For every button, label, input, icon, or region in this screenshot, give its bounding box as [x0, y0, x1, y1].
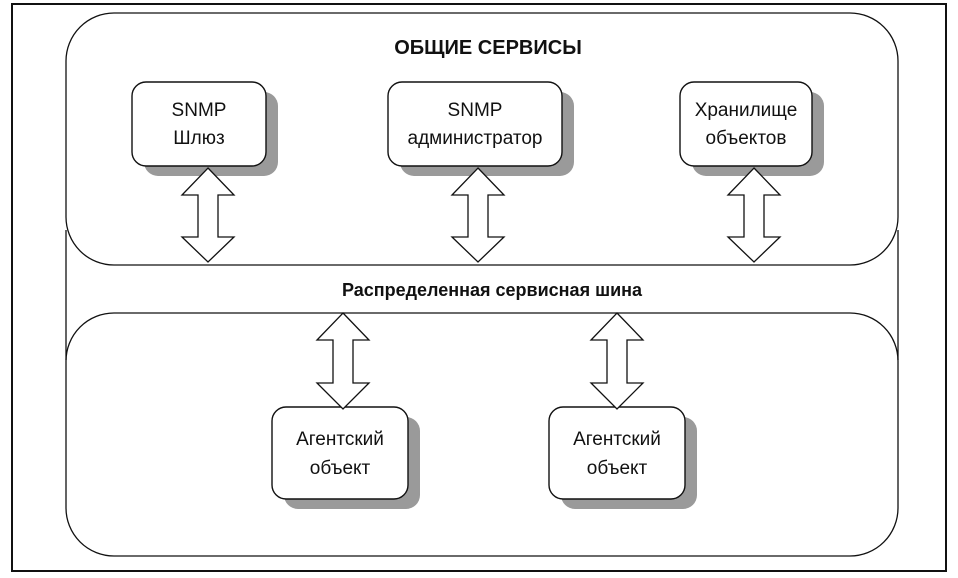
box-body	[679, 81, 813, 167]
bidirectional-arrow-bus-agent-2	[589, 312, 645, 410]
bidirectional-arrow-storage-bus	[726, 167, 782, 263]
agent-box-2: Агентский объект	[548, 406, 697, 509]
service-box-snmp-gateway: SNMP Шлюз	[131, 81, 278, 176]
agent-label-line1: Агентский	[296, 429, 384, 450]
outer-frame	[11, 3, 947, 572]
service-label-line1: SNMP	[448, 100, 503, 121]
service-label-line1: Хранилище	[695, 100, 798, 121]
bidirectional-arrow-gateway-bus	[180, 167, 236, 263]
box-body	[271, 406, 409, 500]
bidirectional-arrow-administrator-bus	[450, 167, 506, 263]
agent-box-1: Агентский объект	[271, 406, 420, 509]
service-box-snmp-administrator: SNMP администратор	[387, 81, 574, 176]
box-body	[387, 81, 563, 167]
service-box-object-storage: Хранилище объектов	[679, 81, 824, 176]
box-body	[548, 406, 686, 500]
service-label-line2: администратор	[408, 128, 543, 149]
bidirectional-arrow-bus-agent-1	[315, 312, 371, 410]
agent-label-line2: объект	[587, 458, 648, 479]
service-label-line1: SNMP	[172, 100, 227, 121]
agent-label-line2: объект	[310, 458, 371, 479]
bus-label: Распределенная сервисная шина	[342, 280, 643, 300]
service-label-line2: объектов	[706, 128, 787, 149]
agents-container	[65, 312, 899, 557]
service-label-line2: Шлюз	[173, 128, 224, 149]
common-services-title: ОБЩИЕ СЕРВИСЫ	[394, 37, 582, 59]
box-body	[131, 81, 267, 167]
agent-label-line1: Агентский	[573, 429, 661, 450]
